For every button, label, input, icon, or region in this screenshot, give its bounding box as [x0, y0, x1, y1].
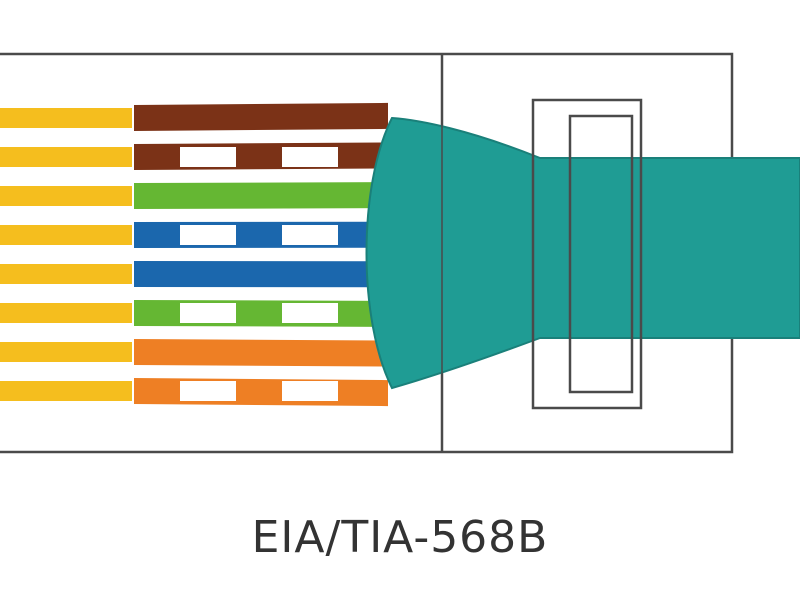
latch-inner-frame	[568, 114, 634, 394]
wire-pin-5	[134, 221, 388, 248]
wire-stripe-pin-7-2	[282, 147, 338, 167]
wire-pin-2	[134, 339, 388, 367]
wire-pin-7	[134, 142, 388, 170]
contact-pin-5	[0, 225, 132, 245]
cable-jacket	[365, 116, 800, 390]
contact-pin-4	[0, 264, 132, 284]
contact-pin-6	[0, 186, 132, 206]
wire-group	[0, 102, 388, 407]
contact-pin-8	[0, 108, 132, 128]
wire-stripe-pin-5-1	[180, 225, 236, 245]
wire-stripe-pin-3-1	[180, 303, 236, 323]
wire-pin-1	[134, 378, 388, 407]
wire-pin-8	[134, 102, 388, 131]
wire-pin-3	[134, 300, 388, 327]
wire-stripe-pin-1-2	[282, 381, 338, 401]
wire-pin-6	[134, 182, 388, 209]
contact-pin-2	[0, 342, 132, 362]
wire-pin-4	[134, 261, 388, 288]
contact-pin-3	[0, 303, 132, 323]
wiring-standard-label: EIA/TIA-568B	[251, 512, 549, 563]
contact-pin-7	[0, 147, 132, 167]
latch-outer-frame	[531, 98, 643, 410]
wire-stripe-pin-3-2	[282, 303, 338, 323]
wire-stripe-pin-7-1	[180, 147, 236, 167]
contact-pin-1	[0, 381, 132, 401]
wire-stripe-pin-1-1	[180, 381, 236, 401]
wire-stripe-pin-5-2	[282, 225, 338, 245]
